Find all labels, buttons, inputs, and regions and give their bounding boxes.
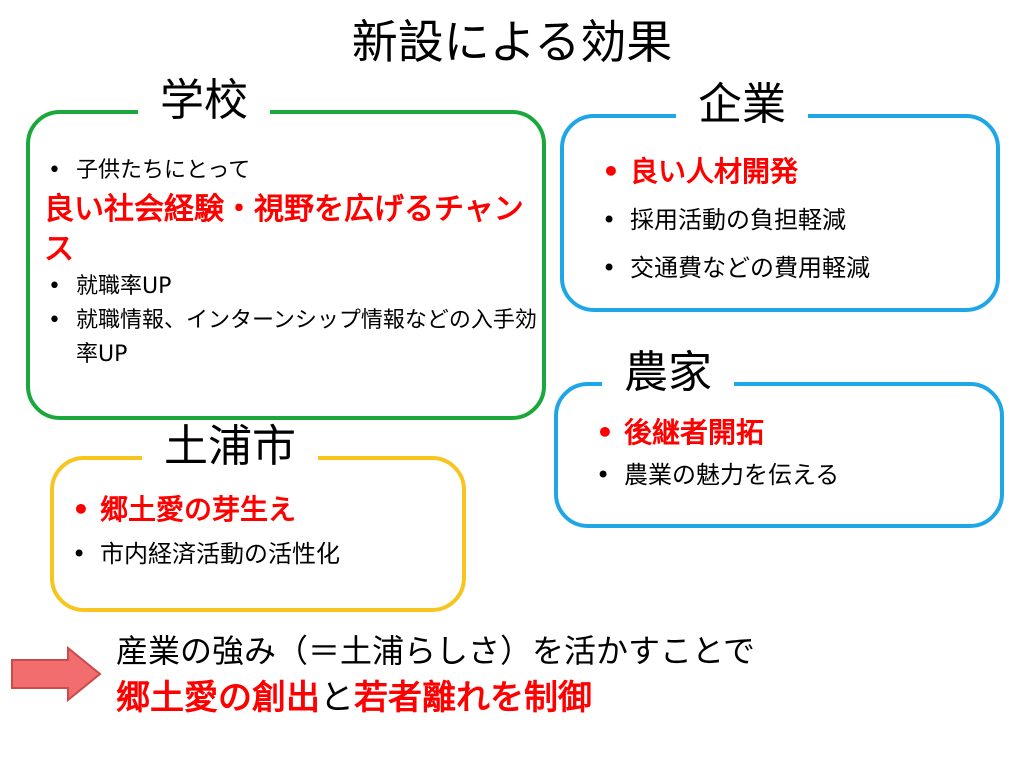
city-body: 郷土愛の芽生え 市内経済活動の活性化 [68,488,464,576]
school-highlight: 良い社会経験・視野を広げるチャンス [44,192,524,267]
conclusion: 産業の強み（＝土浦らしさ）を活かすことで 郷土愛の創出と若者離れを制御 [116,628,996,722]
farmer-list: 後継者開拓 農業の魅力を伝える [592,412,1002,496]
farmer-item-appeal: 農業の魅力を伝える [592,454,1002,496]
school-label: 学校 [138,76,270,126]
city-list: 郷土愛の芽生え 市内経済活動の活性化 [68,488,464,576]
company-item-recruiting: 採用活動の負担軽減 [598,196,998,244]
conclusion-hometown-love: 郷土愛の創出 [116,678,320,718]
farmer-item-successor: 後継者開拓 [592,412,1002,454]
company-label: 企業 [676,80,808,130]
city-item-economy: 市内経済活動の活性化 [68,532,464,576]
school-item-employment-info: 就職情報、インターンシップ情報などの入手効率UP [44,304,544,372]
school-body: 子供たちにとって 良い社会経験・視野を広げるチャンス 就職率UP 就職情報、イン… [44,154,544,372]
company-item-transport-cost: 交通費などの費用軽減 [598,244,998,292]
slide-title: 新設による効果 [351,15,673,69]
conclusion-youth-retention: 若者離れを制御 [354,678,592,718]
conclusion-and: と [320,678,354,718]
school-list-top: 子供たちにとって [44,154,544,188]
right-arrow-icon [11,646,102,702]
company-list: 良い人材開発 採用活動の負担軽減 交通費などの費用軽減 [598,148,998,292]
conclusion-line1: 産業の強み（＝土浦らしさ）を活かすことで [116,632,756,670]
company-body: 良い人材開発 採用活動の負担軽減 交通費などの費用軽減 [598,148,998,292]
school-item-children: 子供たちにとって [44,154,544,188]
farmer-box: 農家 後継者開拓 農業の魅力を伝える [554,348,1004,528]
school-list: 就職率UP 就職情報、インターンシップ情報などの入手効率UP [44,270,544,372]
farmer-body: 後継者開拓 農業の魅力を伝える [592,412,1002,496]
farmer-label: 農家 [602,348,734,398]
conclusion-line2: 郷土愛の創出と若者離れを制御 [116,674,996,722]
company-item-talent: 良い人材開発 [598,148,998,196]
city-label: 土浦市 [142,422,318,472]
school-item-employment-rate: 就職率UP [44,270,544,304]
company-box: 企業 良い人材開発 採用活動の負担軽減 交通費などの費用軽減 [560,80,1000,312]
school-box: 学校 子供たちにとって 良い社会経験・視野を広げるチャンス 就職率UP 就職情報… [26,76,546,420]
city-box: 土浦市 郷土愛の芽生え 市内経済活動の活性化 [50,422,466,612]
city-item-hometown-love: 郷土愛の芽生え [68,488,464,532]
